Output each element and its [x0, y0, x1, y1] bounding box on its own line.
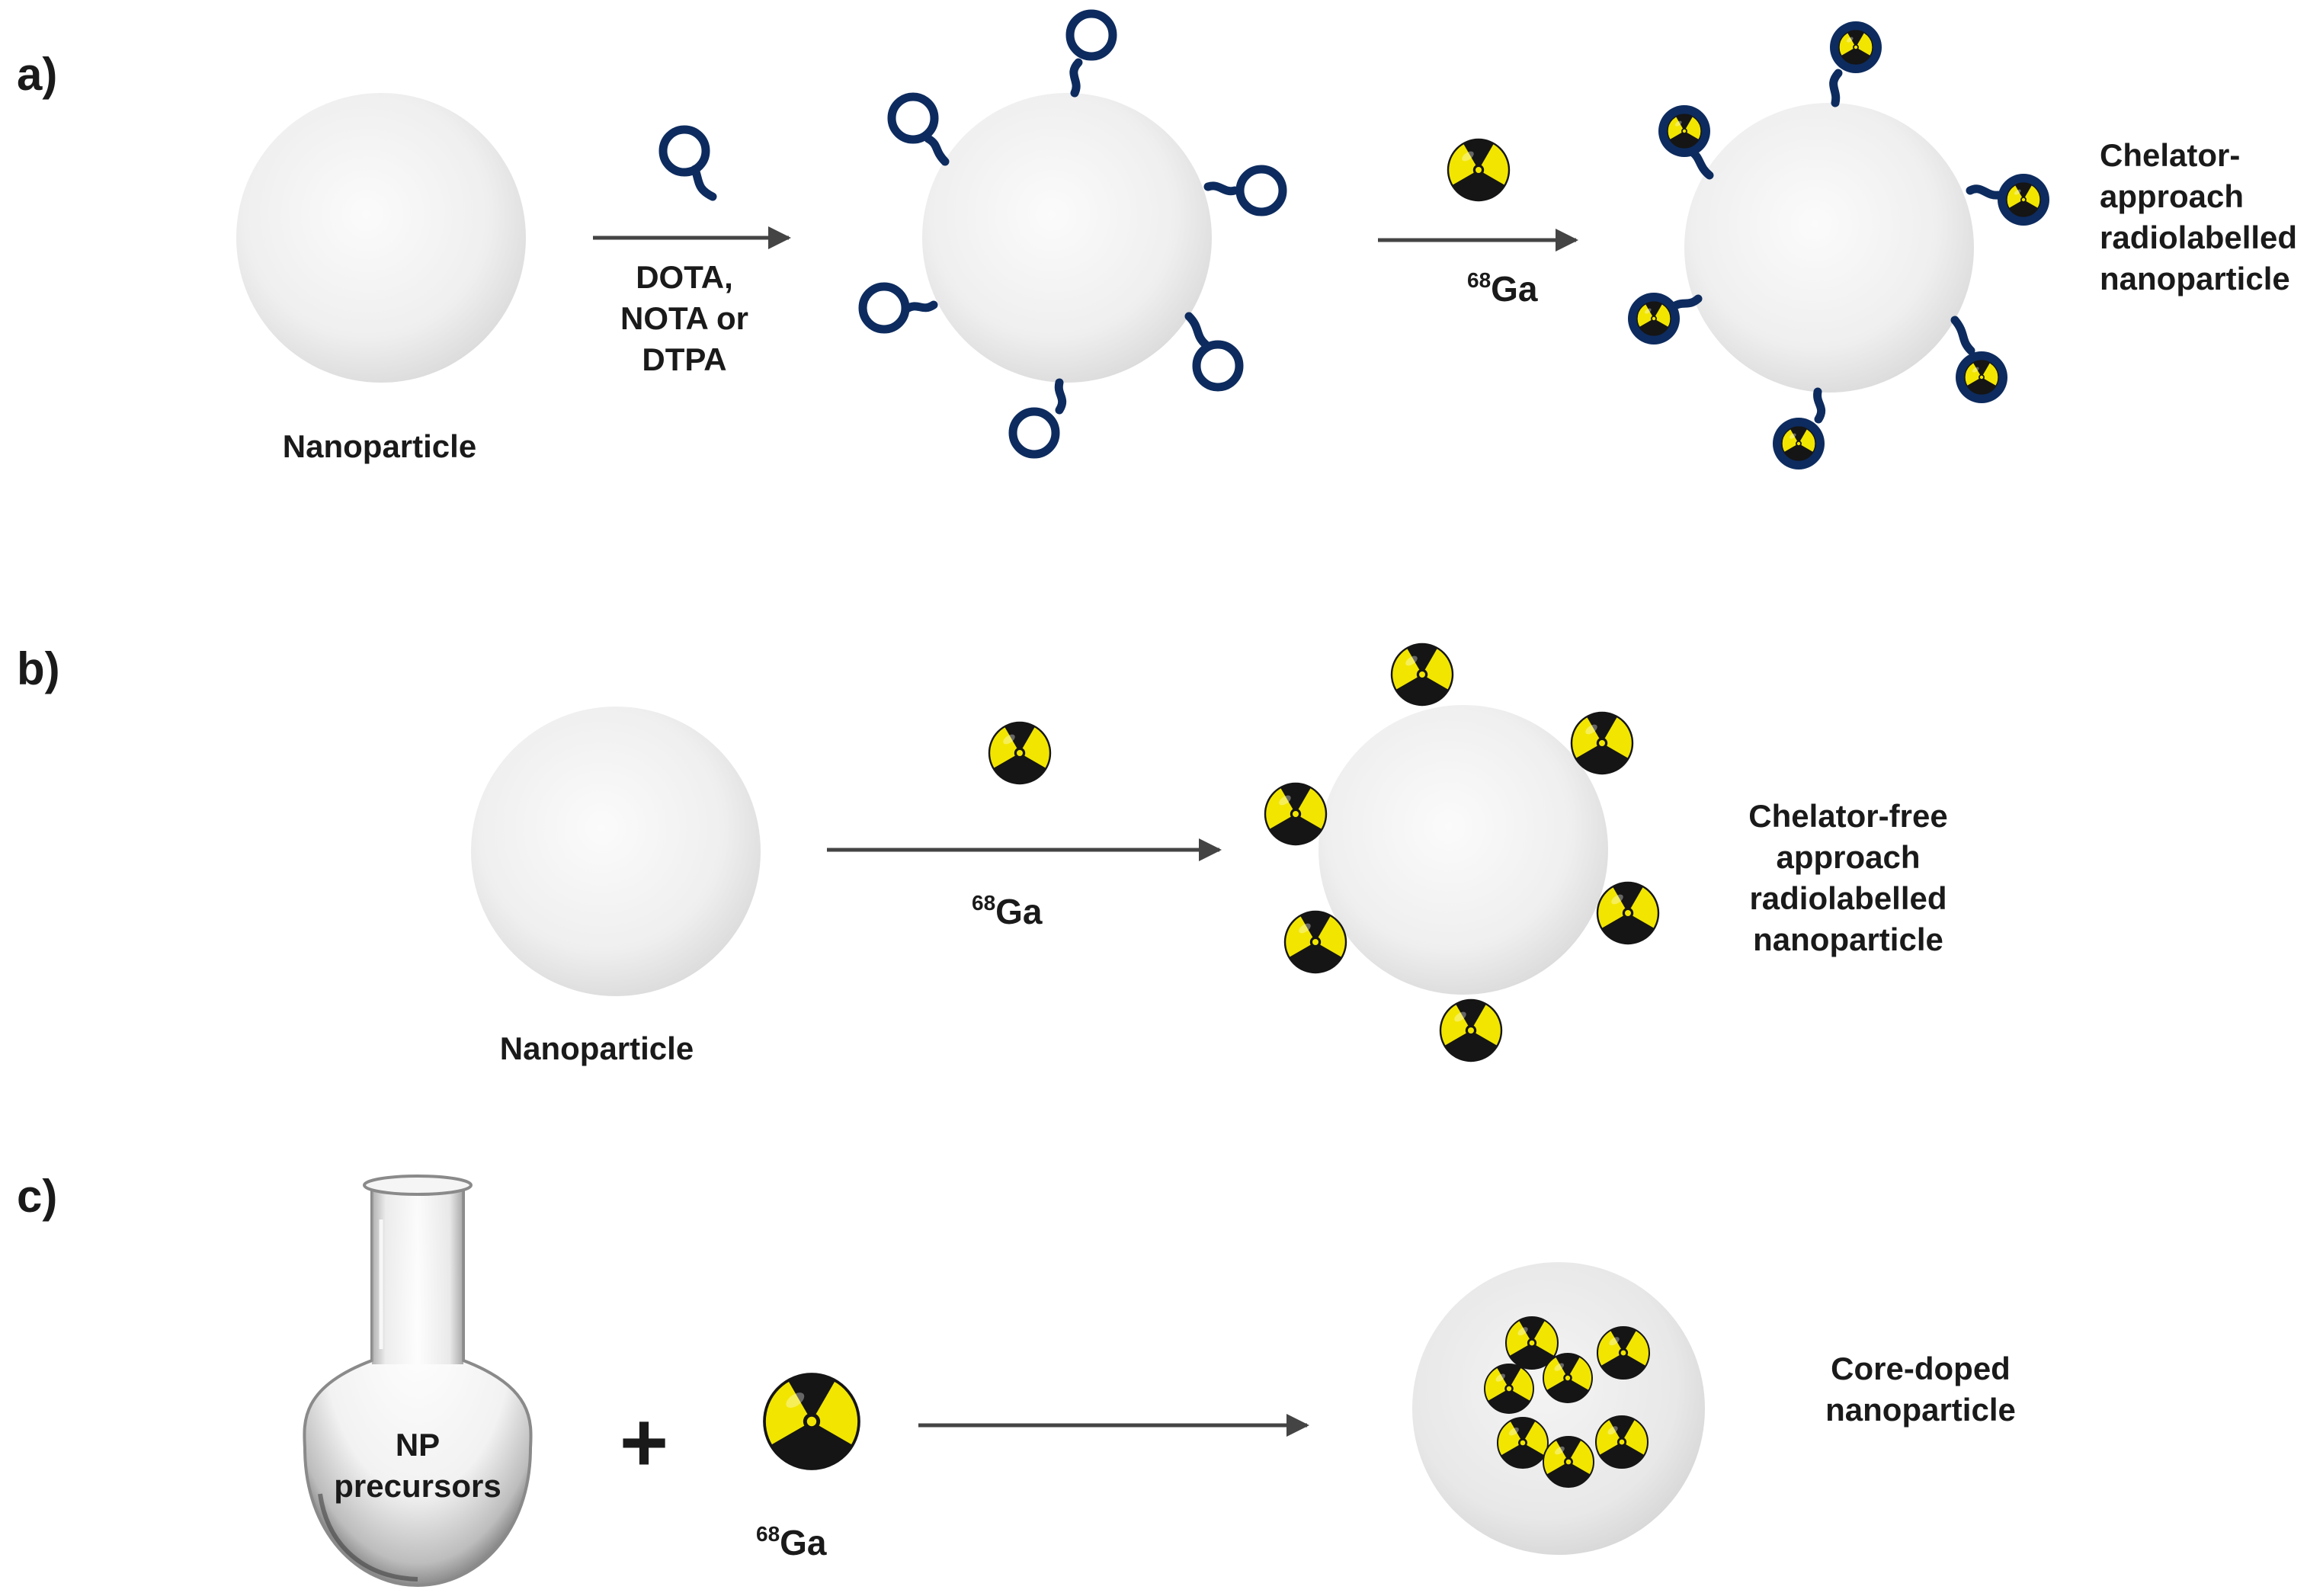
result-b-line-4: nanoparticle: [1753, 921, 1943, 957]
isotope-label-b: 68Ga: [972, 891, 1043, 931]
chelator-loop-icon: [658, 125, 717, 201]
reagent-line-3: DTPA: [642, 341, 726, 377]
panel-a-label: a): [17, 49, 57, 100]
isotope-symbol-b: Ga: [995, 892, 1043, 931]
nanoparticle-b-start: [471, 707, 761, 996]
isotope-mass-b: 68: [972, 891, 995, 915]
isotope-symbol-c: Ga: [780, 1523, 827, 1562]
result-a-line-3: radiolabelled: [2100, 220, 2297, 255]
radioactive-ball-icon-b: [989, 723, 1050, 791]
isotope-symbol-a: Ga: [1491, 269, 1538, 309]
result-a-line-4: nanoparticle: [2100, 261, 2290, 296]
isotope-label-c: 68Ga: [756, 1522, 827, 1562]
nanoparticle-b-label: Nanoparticle: [500, 1030, 694, 1066]
result-c-line-2: nanoparticle: [1825, 1392, 2016, 1428]
result-a-line-2: approach: [2100, 178, 2244, 214]
result-b-line-3: radiolabelled: [1749, 880, 1947, 916]
radioactive-ball-icon-a: [1448, 139, 1509, 208]
radioactive-ball-icon-c: [764, 1374, 859, 1480]
result-b-line-2: approach: [1776, 839, 1920, 875]
isotope-label-a: 68Ga: [1467, 268, 1538, 309]
chelator-radiolabelled-nanoparticle: [1628, 21, 2049, 470]
result-c-line-1: Core-doped: [1831, 1351, 2011, 1386]
round-bottom-flask-icon: [303, 1175, 533, 1588]
panel-b-label: b): [17, 643, 60, 694]
plus-sign: +: [620, 1396, 668, 1489]
nanoparticle-a-start: [236, 93, 526, 383]
chelator-free-radiolabelled-nanoparticle: [1265, 644, 1658, 1069]
flask-line-2: precursors: [334, 1468, 501, 1504]
core-doped-nanoparticle: [1412, 1262, 1705, 1555]
isotope-mass-c: 68: [756, 1522, 780, 1546]
isotope-mass-a: 68: [1467, 268, 1491, 292]
reagent-line-1: DOTA,: [636, 259, 733, 295]
panel-c-label: c): [17, 1171, 57, 1222]
nanoparticle-a-label: Nanoparticle: [283, 428, 476, 464]
reagent-line-2: NOTA or: [620, 300, 748, 336]
result-b-line-1: Chelator-free: [1748, 798, 1947, 834]
chelator-nanoparticle: [858, 9, 1287, 459]
flask-line-1: NP: [396, 1427, 440, 1463]
result-a-line-1: Chelator-: [2100, 137, 2240, 173]
